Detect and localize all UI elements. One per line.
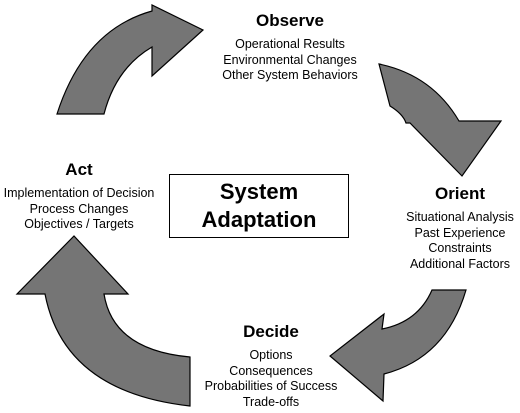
- center-title-line2: Adaptation: [201, 207, 317, 232]
- stage-act: Act Implementation of Decision Process C…: [0, 160, 166, 233]
- orient-item: Past Experience: [414, 225, 506, 240]
- stage-title-orient: Orient: [434, 184, 486, 203]
- stage-title-observe: Observe: [255, 11, 325, 30]
- decide-item: Trade-offs: [242, 394, 300, 409]
- stage-title-act: Act: [65, 160, 93, 179]
- act-item: Implementation of Decision: [3, 186, 155, 200]
- orient-item: Additional Factors: [409, 256, 511, 271]
- act-item: Objectives / Targets: [24, 217, 134, 231]
- decide-item: Probabilities of Success: [204, 379, 338, 393]
- decide-item: Options: [249, 348, 293, 362]
- arrow-act-to-observe: [56, 4, 205, 115]
- arrow-decide-to-act: [15, 235, 191, 407]
- observe-item: Operational Results: [235, 37, 345, 51]
- center-box: System Adaptation: [169, 174, 349, 238]
- act-item: Process Changes: [29, 201, 129, 216]
- observe-item: Environmental Changes: [223, 52, 357, 67]
- arrow-orient-to-decide: [329, 289, 467, 403]
- center-title-line1: System: [219, 179, 299, 204]
- stage-observe: Observe Operational Results Environmenta…: [200, 11, 380, 84]
- stage-decide: Decide Options Consequences Probabilitie…: [178, 322, 364, 410]
- orient-item: Constraints: [428, 241, 492, 255]
- stage-title-decide: Decide: [243, 322, 299, 341]
- observe-item: Other System Behaviors: [222, 68, 358, 82]
- stage-orient: Orient Situational Analysis Past Experie…: [394, 184, 520, 272]
- arrow-observe-to-orient: [378, 63, 503, 177]
- decide-item: Consequences: [229, 363, 313, 378]
- orient-item: Situational Analysis: [406, 210, 514, 224]
